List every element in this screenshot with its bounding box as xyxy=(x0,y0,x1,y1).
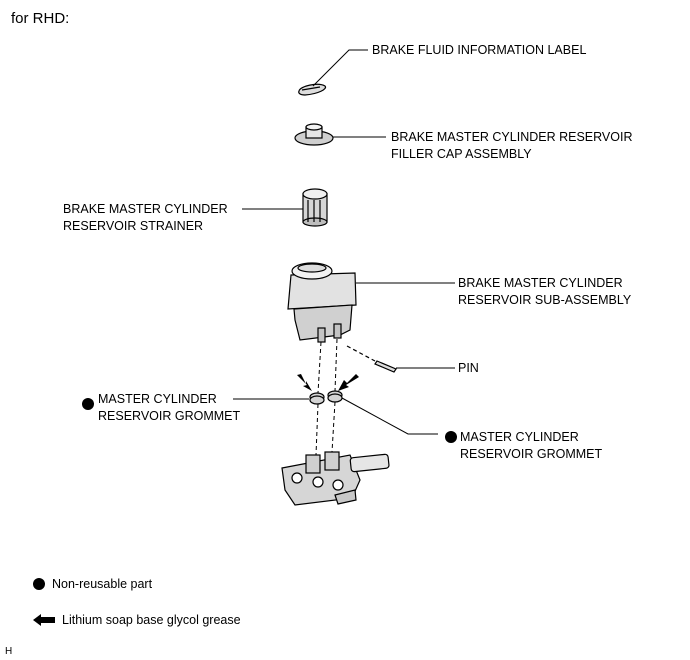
label-filler-cap-line1: BRAKE MASTER CYLINDER RESERVOIR xyxy=(391,130,633,144)
label-brake-fluid-info: BRAKE FLUID INFORMATION LABEL xyxy=(372,43,587,57)
label-grommet-right-line2: RESERVOIR GROMMET xyxy=(460,447,603,461)
legend-non-reusable-text: Non-reusable part xyxy=(52,577,153,591)
filled-circle-icon xyxy=(33,578,45,590)
label-pin: PIN xyxy=(458,361,479,375)
page-header: for RHD: xyxy=(11,10,70,27)
label-grommet-left-line2: RESERVOIR GROMMET xyxy=(98,409,241,423)
grease-arrows xyxy=(297,374,359,391)
grommets-part xyxy=(309,390,343,405)
reservoir-part xyxy=(287,262,357,343)
label-reservoir-line2: RESERVOIR SUB-ASSEMBLY xyxy=(458,293,632,307)
label-grommet-right-line1: MASTER CYLINDER xyxy=(460,430,579,444)
non-reusable-mark-right xyxy=(445,431,457,443)
guide-lines xyxy=(315,338,338,456)
footer-code: H xyxy=(5,646,13,657)
filler-cap-part xyxy=(294,123,334,146)
label-reservoir-line1: BRAKE MASTER CYLINDER xyxy=(458,276,623,290)
pin-part xyxy=(346,345,397,373)
legend-grease: Lithium soap base glycol grease xyxy=(32,613,241,627)
label-filler-cap-line2: FILLER CAP ASSEMBLY xyxy=(391,147,532,161)
non-reusable-mark-left xyxy=(82,398,94,410)
leader-lines xyxy=(233,49,455,435)
legend-grease-text: Lithium soap base glycol grease xyxy=(62,613,241,627)
left-arrow-icon xyxy=(33,614,55,626)
label-strainer-line1: BRAKE MASTER CYLINDER xyxy=(63,202,228,216)
master-cylinder-part xyxy=(281,451,390,506)
strainer-part xyxy=(302,188,328,227)
legend-non-reusable: Non-reusable part xyxy=(32,577,152,591)
label-strainer-line2: RESERVOIR STRAINER xyxy=(63,219,204,233)
brake-fluid-info-label-part xyxy=(298,83,327,96)
label-grommet-left-line1: MASTER CYLINDER xyxy=(98,392,217,406)
